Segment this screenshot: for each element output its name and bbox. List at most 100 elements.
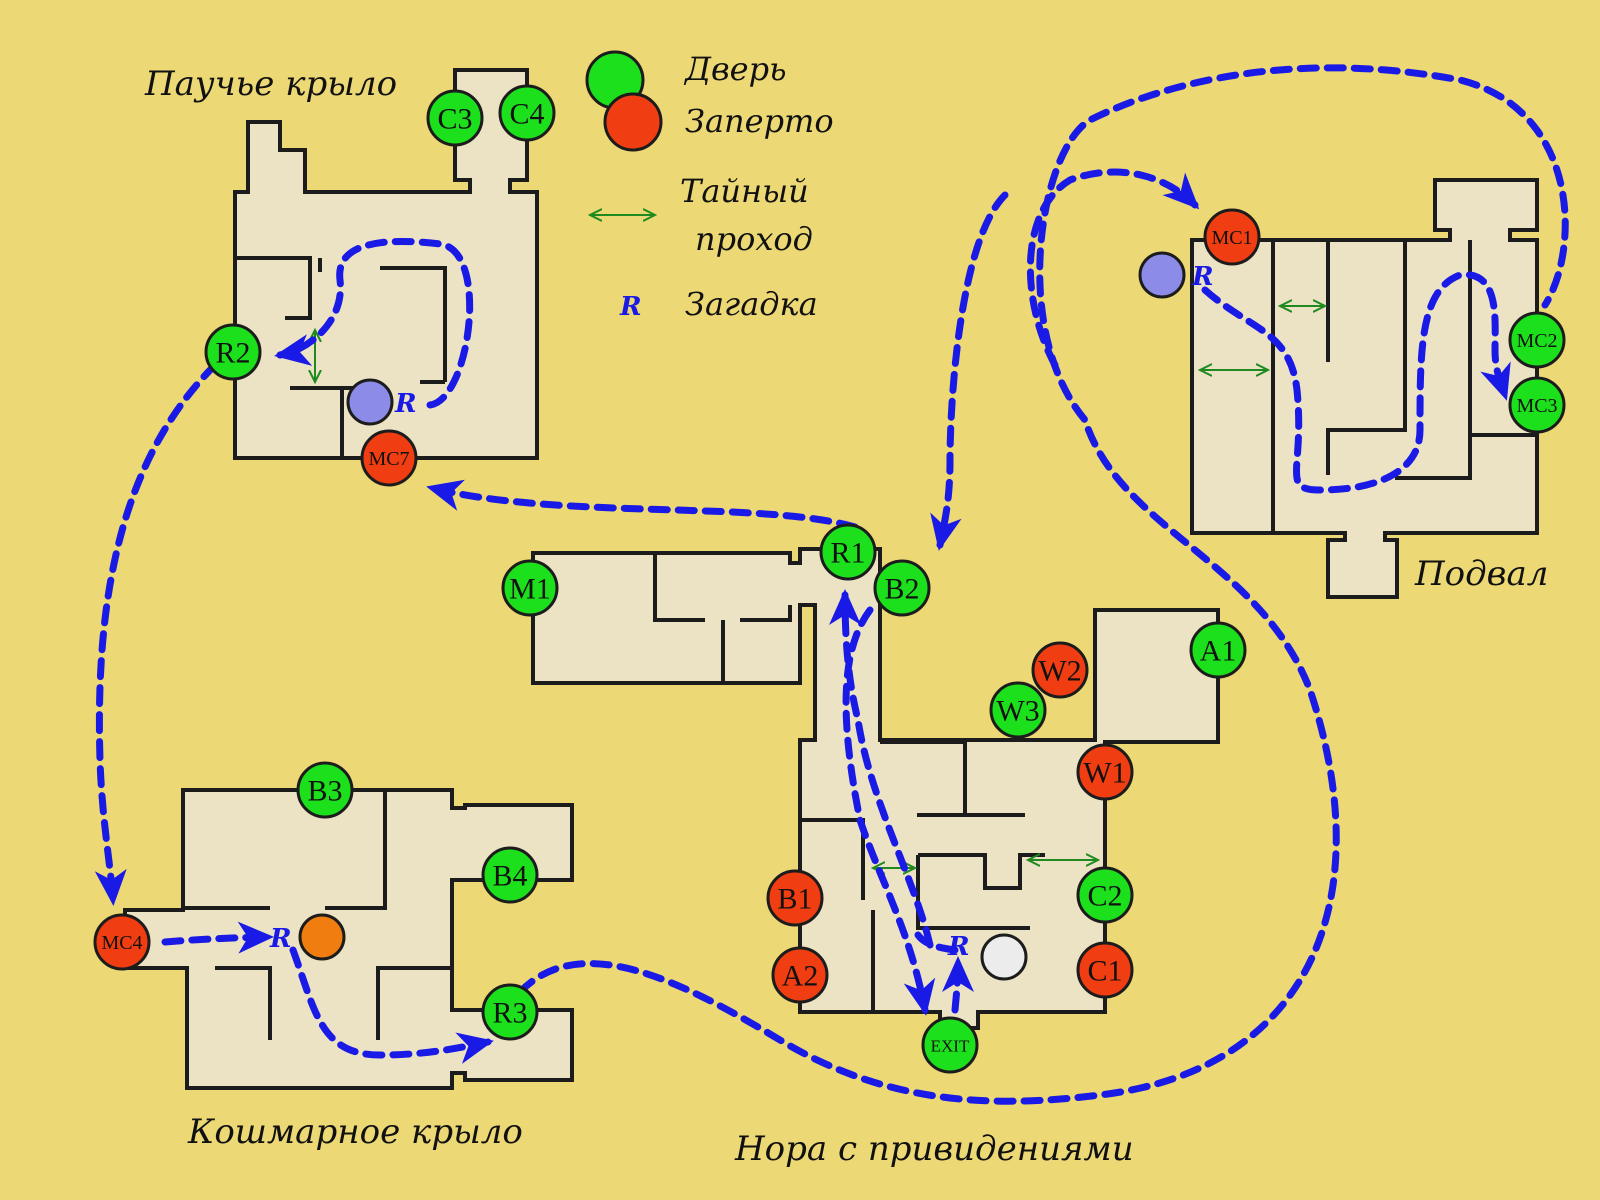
door-m1-label: M1	[509, 573, 551, 606]
door-mc4-circle[interactable]	[93, 913, 151, 971]
door-w1-label: W1	[1083, 757, 1126, 790]
door-b4-circle[interactable]	[481, 846, 539, 904]
door-c1-circle[interactable]	[1076, 941, 1134, 999]
door-a1-circle[interactable]	[1189, 621, 1247, 679]
door-c4-label: C4	[509, 98, 544, 131]
legend-locked-label: Заперто	[685, 102, 834, 140]
door-r2-label: R2	[215, 337, 250, 370]
door-mc2[interactable]: MC2	[1508, 311, 1566, 369]
basement-floorplan	[1190, 178, 1539, 599]
door-c4-circle[interactable]	[498, 84, 556, 142]
haunted-burrow-title: Нора с привидениями	[734, 1129, 1134, 1169]
door-c3-circle[interactable]	[426, 89, 484, 147]
route-paths	[94, 64, 1569, 1105]
nightmare-wing-floorplan	[123, 788, 574, 1090]
door-b2-label: B2	[884, 573, 919, 606]
basement-riddle-marker[interactable]	[1138, 251, 1186, 299]
legend-door-label: Дверь	[683, 50, 786, 88]
door-m1-circle[interactable]	[501, 559, 559, 617]
door-b3[interactable]: B3	[296, 761, 354, 819]
route-riddle-to-r3	[289, 946, 494, 1064]
door-a2[interactable]: A2	[771, 946, 829, 1004]
door-c2-circle[interactable]	[1076, 866, 1134, 924]
door-exit-circle[interactable]	[921, 1016, 979, 1074]
door-exit-label: EXIT	[931, 1037, 970, 1056]
door-w1-circle[interactable]	[1076, 743, 1134, 801]
door-mc1[interactable]: MC1	[1203, 208, 1261, 266]
spider-riddle-r: R	[394, 389, 417, 419]
nightmare-riddle-marker[interactable]	[298, 913, 346, 961]
door-r2[interactable]: R2	[204, 323, 262, 381]
spider-riddle-marker[interactable]	[346, 378, 394, 426]
route-r3-loop	[516, 64, 1569, 1105]
door-mc4[interactable]: MC4	[93, 913, 151, 971]
door-a1[interactable]: A1	[1189, 621, 1247, 679]
door-b3-circle[interactable]	[296, 761, 354, 819]
route-basement-to-b2	[930, 191, 1009, 551]
door-b2-circle[interactable]	[873, 559, 931, 617]
route-mc4-to-riddle	[161, 921, 274, 954]
door-b3-label: B3	[307, 775, 342, 808]
door-mc1-circle[interactable]	[1203, 208, 1261, 266]
basement-riddle-r: R	[1191, 262, 1214, 292]
spider-wing-title: Паучье крыло	[144, 64, 397, 104]
nightmare-wing-title: Кошмарное крыло	[187, 1112, 523, 1152]
route-basement-riddle-to-mc3	[1201, 271, 1511, 494]
door-c2-label: C2	[1087, 880, 1122, 913]
legend-locked-icon	[603, 92, 663, 152]
door-r1[interactable]: R1	[819, 523, 877, 581]
door-w2[interactable]: W2	[1031, 641, 1089, 699]
legend-riddle-symbol: R	[619, 292, 642, 322]
door-r1-circle[interactable]	[819, 523, 877, 581]
door-mc7[interactable]: MC7	[360, 429, 418, 487]
door-mc4-label: MC4	[101, 932, 142, 954]
route-r2-to-mc4	[94, 361, 219, 906]
door-r3-label: R3	[492, 997, 527, 1030]
area-titles: Паучье крыло Подвал Кошмарное крыло Нора…	[144, 64, 1548, 1169]
door-a2-circle[interactable]	[771, 946, 829, 1004]
door-mc3[interactable]: MC3	[1508, 376, 1566, 434]
door-r3-circle[interactable]	[481, 983, 539, 1041]
door-mc3-circle[interactable]	[1508, 376, 1566, 434]
door-b2[interactable]: B2	[873, 559, 931, 617]
door-mc3-label: MC3	[1516, 395, 1557, 417]
door-w3-label: W3	[996, 695, 1039, 728]
door-mc1-label: MC1	[1211, 227, 1252, 249]
route-spider-riddle-to-r2	[274, 237, 474, 409]
door-exit[interactable]: EXIT	[921, 1016, 979, 1074]
door-c1-label: C1	[1087, 955, 1122, 988]
door-w2-circle[interactable]	[1031, 641, 1089, 699]
door-mc2-label: MC2	[1516, 330, 1557, 352]
door-b4[interactable]: B4	[481, 846, 539, 904]
door-b1-label: B1	[777, 883, 812, 916]
route-burrow-to-r1	[829, 589, 934, 949]
door-r1-label: R1	[830, 537, 865, 570]
door-c1[interactable]: C1	[1076, 941, 1134, 999]
door-b1[interactable]: B1	[766, 869, 824, 927]
door-mc7-circle[interactable]	[360, 429, 418, 487]
door-c2[interactable]: C2	[1076, 866, 1134, 924]
riddle-markers: R R R R	[269, 251, 1214, 981]
burrow-riddle-marker[interactable]	[980, 933, 1028, 981]
door-m1[interactable]: M1	[501, 559, 559, 617]
nightmare-riddle-r: R	[269, 924, 292, 954]
door-c3-label: C3	[437, 103, 472, 136]
door-r2-circle[interactable]	[204, 323, 262, 381]
door-c4[interactable]: C4	[498, 84, 556, 142]
basement-title: Подвал	[1414, 554, 1548, 594]
door-c3[interactable]: C3	[426, 89, 484, 147]
legend-riddle-label: Загадка	[685, 285, 818, 323]
route-to-mc1	[1026, 168, 1200, 369]
door-w2-label: W2	[1038, 655, 1081, 688]
door-w1[interactable]: W1	[1076, 743, 1134, 801]
door-w3[interactable]: W3	[989, 681, 1047, 739]
door-mc2-circle[interactable]	[1508, 311, 1566, 369]
door-b1-circle[interactable]	[766, 869, 824, 927]
door-r3[interactable]: R3	[481, 983, 539, 1041]
door-w3-circle[interactable]	[989, 681, 1047, 739]
legend: Дверь Заперто Тайный проход R Загадка	[585, 50, 834, 323]
door-mc7-label: MC7	[368, 448, 409, 470]
door-a1-label: A1	[1200, 635, 1237, 668]
